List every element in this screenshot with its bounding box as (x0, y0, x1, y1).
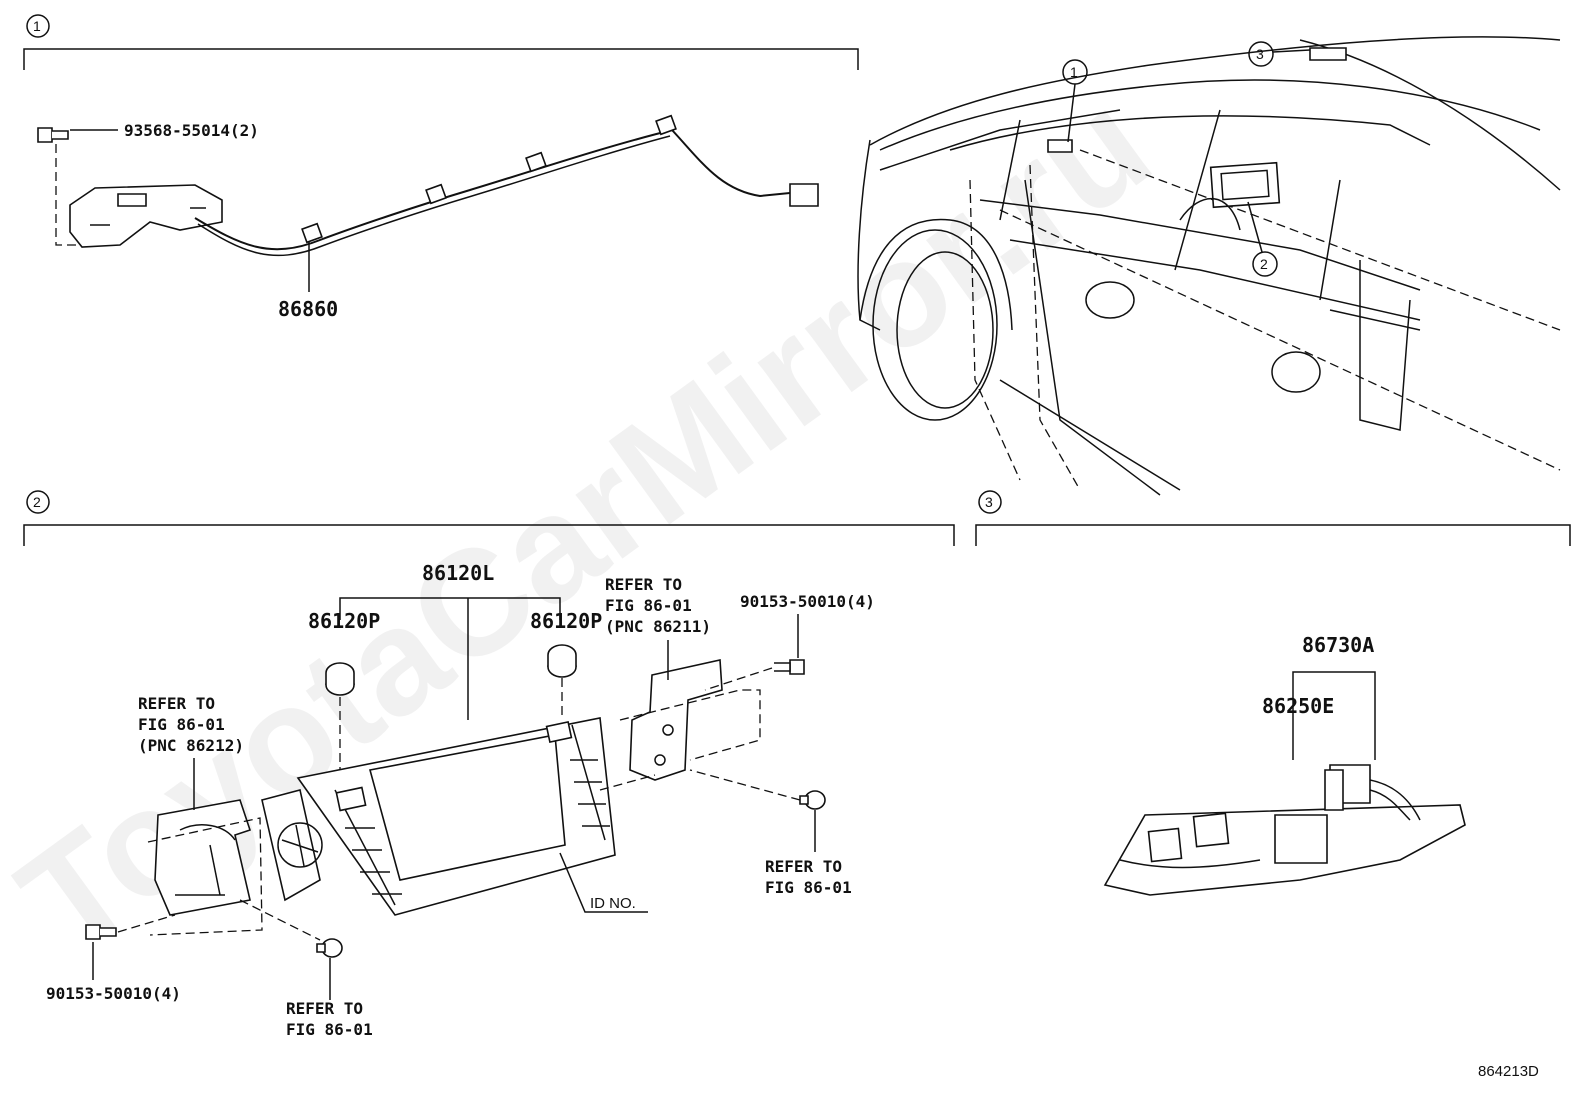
overview-callout-2 (1252, 251, 1278, 277)
screw-93568-dashline (55, 144, 90, 246)
fan-icon (277, 822, 323, 868)
label-clip-bottom-ref-1: REFER TO (286, 999, 363, 1018)
overview-callout-1-text: 1 (1070, 64, 1078, 80)
vehicle-overview: 1 2 3 (857, 36, 1561, 496)
label-cap-left-86120P: 86120P (308, 609, 380, 633)
section-3-number: 3 (985, 494, 993, 510)
screw-left-icon (85, 924, 117, 940)
front-wheel-icon (872, 229, 998, 421)
overview-callout-2-text: 2 (1260, 256, 1268, 272)
section-3-bracket (975, 524, 1571, 546)
clip-right-icon (799, 790, 826, 810)
label-bracket-left-ref-2: FIG 86-01 (138, 715, 225, 734)
section-3: 3 86730A 86250E (975, 490, 1571, 896)
label-clip-right-ref-2: FIG 86-01 (765, 878, 852, 897)
screw-right-icon (774, 659, 805, 675)
harness-end-connector-icon (789, 183, 819, 207)
label-bracket-left-ref-1: REFER TO (138, 694, 215, 713)
label-id-no: ID NO. (590, 895, 636, 912)
label-bracket-right-ref-3: (PNC 86211) (605, 617, 711, 636)
label-harness-86860: 86860 (278, 297, 338, 321)
section-2-badge (26, 490, 50, 514)
label-bracket-right-ref-2: FIG 86-01 (605, 596, 692, 615)
label-assy-86730A: 86730A (1302, 633, 1374, 657)
figure-id: 864213D (1478, 1063, 1539, 1080)
section-3-badge (978, 490, 1002, 514)
antenna-location-icon (1047, 139, 1073, 153)
overview-callout-3 (1248, 41, 1274, 67)
label-clip-bottom-ref-2: FIG 86-01 (286, 1020, 373, 1039)
label-clip-right-ref-1: REFER TO (765, 857, 842, 876)
section-1-badge (26, 14, 50, 38)
label-bracket-left-ref-3: (PNC 86212) (138, 736, 244, 755)
label-screw-left-90153: 90153-50010(4) (46, 984, 181, 1003)
multi-display-unit-icon (261, 717, 616, 916)
screw-93568-icon (37, 127, 69, 143)
label-display-86120L: 86120L (422, 561, 494, 585)
cap-right-icon (547, 644, 577, 678)
label-module-86250E: 86250E (1262, 694, 1334, 718)
section-2: 2 86120L 86120P 86120P (23, 490, 955, 1039)
overview-callout-3-text: 3 (1256, 46, 1264, 62)
leader-display-tree (339, 597, 561, 720)
section-1: 1 93568-55014(2) 86860 (23, 14, 859, 321)
harness-cable (194, 128, 801, 251)
section-1-number: 1 (33, 18, 41, 34)
label-cap-right-86120P: 86120P (530, 609, 602, 633)
leader-assy-tree (1292, 671, 1376, 760)
section-2-bracket (23, 524, 955, 546)
clip-bottom-icon (316, 938, 343, 958)
label-bracket-right-ref-1: REFER TO (605, 575, 682, 594)
section-2-number: 2 (33, 494, 41, 510)
overhead-console-icon (1309, 47, 1347, 61)
cap-left-icon (325, 662, 355, 696)
harness-connector-icon (69, 184, 223, 248)
bracket-right-icon (629, 659, 723, 781)
bracket-left-icon (154, 799, 252, 916)
section-1-bracket (23, 48, 859, 70)
overhead-console-detail-icon (1103, 764, 1466, 896)
harness-clips-icon (301, 114, 677, 244)
leader-id-no (559, 852, 648, 913)
label-screw-right-90153: 90153-50010(4) (740, 592, 875, 611)
label-screw-93568: 93568-55014(2) (124, 121, 259, 140)
